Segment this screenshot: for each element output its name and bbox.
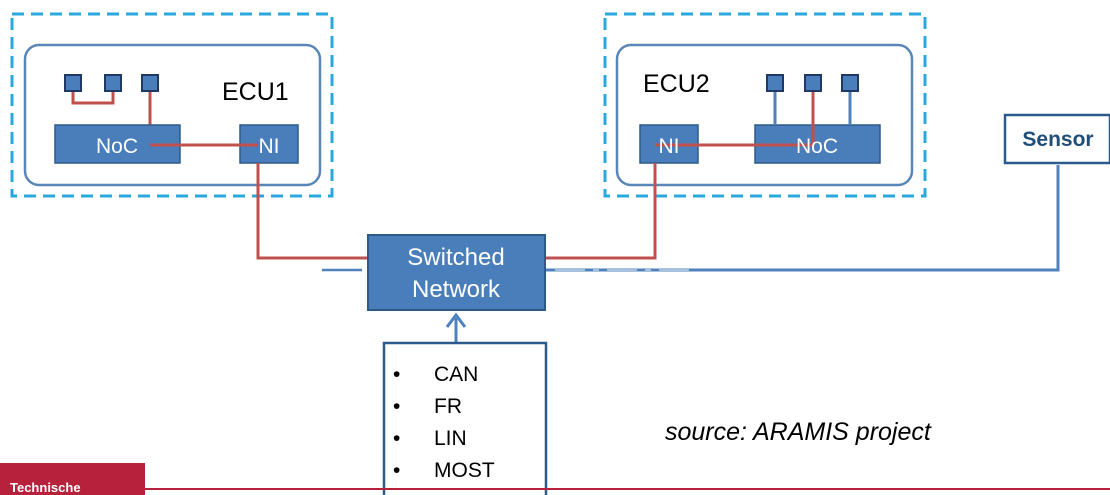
protocol-item-fr: FR [434, 395, 462, 418]
sensor-box [1003, 113, 1110, 165]
switched-network-label-line2: Network [412, 276, 501, 303]
protocol-item-can: CAN [434, 363, 478, 386]
ecu1-noc-label: NoC [96, 135, 138, 158]
protocol-bullet-3: • [393, 427, 400, 450]
ecu1-core-link [71, 91, 115, 105]
ecu2-core-3 [841, 74, 859, 92]
protocol-bullet-4: • [393, 459, 400, 482]
protocol-item-most: MOST [434, 459, 495, 482]
sensor-to-switch-link [545, 165, 1060, 272]
up-arrow-icon [445, 312, 467, 328]
switched-network-box [367, 234, 546, 311]
university-logo-block [0, 463, 145, 495]
ecu1-core-1 [64, 74, 82, 92]
ecu1-title: ECU1 [222, 78, 289, 106]
ecu2-title: ECU2 [643, 70, 710, 98]
ecu1-core-2 [104, 74, 122, 92]
sensor-label: Sensor [1022, 128, 1093, 151]
university-logo-text: Technische [10, 480, 81, 495]
ecu1-dashed-boundary [10, 12, 334, 198]
ecu1-core-3 [141, 74, 159, 92]
ecu1-to-switch-link [256, 163, 368, 260]
ecu2-noc-box [754, 124, 881, 164]
protocol-bullet-1: • [393, 363, 400, 386]
ecu2-core-2 [804, 74, 822, 92]
ecu2-core-1 [766, 74, 784, 92]
ecu1-box [23, 43, 322, 187]
ecu1-ni-label: NI [259, 135, 280, 158]
ecu2-to-switch-link [545, 163, 657, 260]
switched-network-label-line1: Switched [407, 244, 504, 271]
protocol-item-lin: LIN [434, 427, 467, 450]
ecu2-dashed-boundary [603, 12, 927, 198]
ecu2-noc-label: NoC [796, 135, 838, 158]
source-caption: source: ARAMIS project [665, 418, 932, 446]
protocol-bullet-2: • [393, 395, 400, 418]
ecu2-ni-label: NI [659, 135, 680, 158]
legacy-protocols-box [382, 341, 548, 495]
ecu2-box [615, 43, 914, 187]
